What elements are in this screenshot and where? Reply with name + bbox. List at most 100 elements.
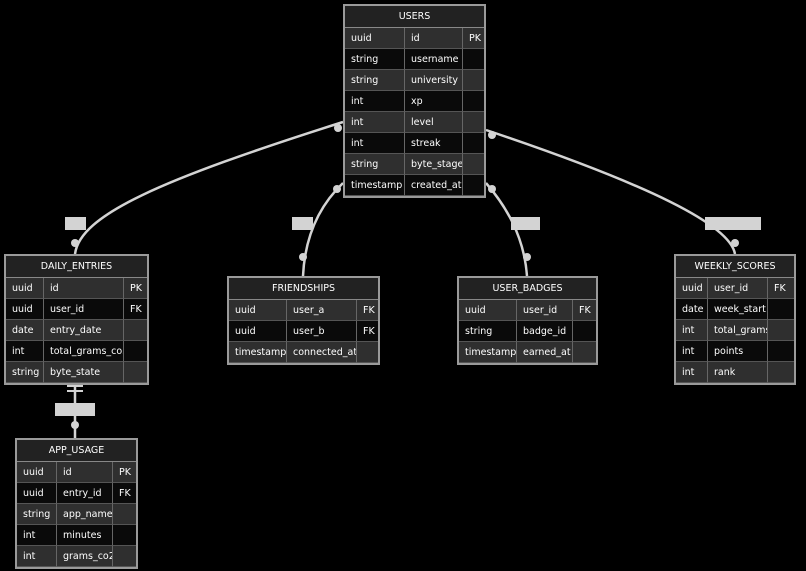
attribute-name: user_id: [44, 299, 124, 320]
attribute-key: FK: [768, 278, 794, 299]
attribute-name: earned_at: [517, 342, 573, 363]
attribute-name: user_a: [287, 300, 357, 321]
attribute-type: int: [6, 341, 44, 362]
attribute-type: string: [17, 504, 57, 525]
zero-marker: [731, 239, 739, 247]
attribute-type: uuid: [676, 278, 708, 299]
attribute-type: int: [676, 362, 708, 383]
attribute-name: connected_at: [287, 342, 357, 363]
attribute-name: badge_id: [517, 321, 573, 342]
attribute-key: FK: [124, 299, 147, 320]
attribute-type: uuid: [229, 321, 287, 342]
attribute-name: minutes: [57, 525, 113, 546]
attribute-type: uuid: [345, 28, 405, 49]
relationship-label: [705, 217, 761, 230]
attribute-key: [113, 525, 136, 546]
attribute-key: PK: [124, 278, 147, 299]
attribute-type: date: [676, 299, 708, 320]
edge-daily-entries-users: [73, 120, 344, 255]
attribute-key: [768, 362, 794, 383]
attribute-key: [768, 320, 794, 341]
attribute-name: points: [708, 341, 768, 362]
attribute-key: [768, 299, 794, 320]
attribute-key: PK: [113, 462, 136, 483]
attribute-type: uuid: [6, 278, 44, 299]
attribute-type: string: [6, 362, 44, 383]
edge-weekly-scores-users: [485, 128, 737, 255]
entity-title: DAILY_ENTRIES: [6, 256, 147, 278]
attribute-type: date: [6, 320, 44, 341]
attribute-type: string: [459, 321, 517, 342]
attribute-name: week_start: [708, 299, 768, 320]
attribute-type: timestamp: [229, 342, 287, 363]
relationship-label: [55, 403, 95, 416]
attribute-key: [124, 341, 147, 362]
attribute-key: [463, 70, 484, 91]
attribute-key: [573, 342, 596, 363]
attribute-key: PK: [463, 28, 484, 49]
attribute-type: int: [676, 320, 708, 341]
attribute-type: timestamp: [345, 175, 405, 196]
attribute-name: id: [57, 462, 113, 483]
attribute-type: uuid: [459, 300, 517, 321]
entity-title: WEEKLY_SCORES: [676, 256, 794, 278]
attribute-key: [124, 320, 147, 341]
attribute-type: uuid: [17, 483, 57, 504]
attribute-name: created_at: [405, 175, 463, 196]
attribute-name: entry_date: [44, 320, 124, 341]
attribute-name: xp: [405, 91, 463, 112]
attribute-name: byte_stage: [405, 154, 463, 175]
attribute-key: [463, 133, 484, 154]
relationship-label: [292, 217, 313, 230]
attribute-key: [573, 321, 596, 342]
attribute-name: total_grams: [708, 320, 768, 341]
attribute-name: username: [405, 49, 463, 70]
entity-title: FRIENDSHIPS: [229, 278, 378, 300]
attribute-key: [113, 546, 136, 567]
attribute-name: entry_id: [57, 483, 113, 504]
attribute-type: int: [676, 341, 708, 362]
attribute-type: int: [345, 133, 405, 154]
attribute-type: string: [345, 49, 405, 70]
zero-marker: [523, 253, 531, 261]
attribute-type: int: [17, 546, 57, 567]
attribute-name: id: [405, 28, 463, 49]
relationship-label: [511, 217, 540, 230]
attribute-type: int: [345, 91, 405, 112]
attribute-key: [768, 341, 794, 362]
attribute-key: [463, 112, 484, 133]
attribute-key: FK: [113, 483, 136, 504]
attribute-key: [463, 154, 484, 175]
entity-title: USERS: [345, 6, 484, 28]
